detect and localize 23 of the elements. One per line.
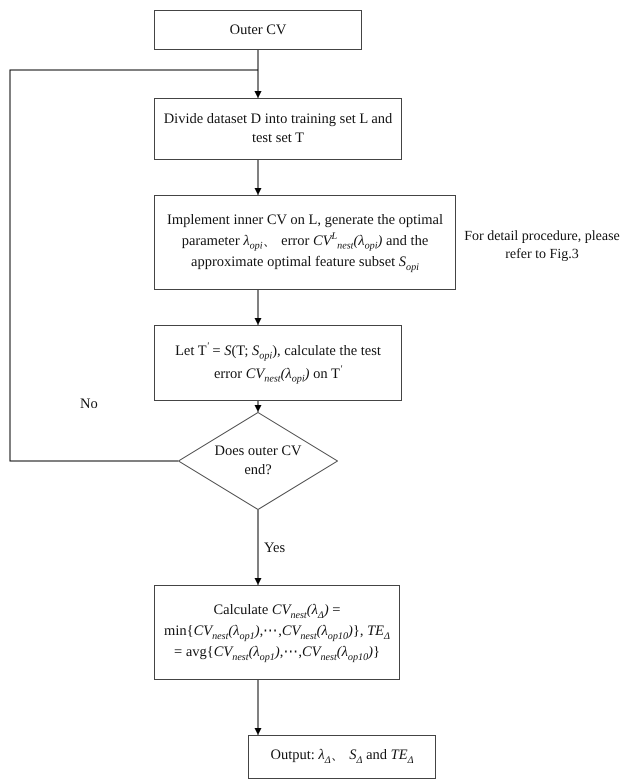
box-text: Implement inner CV on L, generate the optimal parameter λ$_{opi}$、 error CV$^{L}$$_{nest}$(λ$_{opi}$) and the approximate optimal feature subset S$_{opi}$	[166, 211, 444, 274]
box-text: Output: λ$_{Δ}$、 S$_{Δ}$ and TE$_{Δ}$	[270, 746, 414, 768]
note-text: For detail procedure, please refer to Fig.3	[463, 228, 621, 264]
process-box	[248, 735, 436, 779]
process-box	[154, 10, 362, 50]
edge-label: Yes	[264, 540, 286, 557]
arrow	[254, 290, 262, 326]
arrow	[254, 160, 262, 196]
box-text: Calculate CV$_{nest}$(λ$_{Δ}$) = min{CV$_{nest}$(λ$_{op1}$),⋯,CV$_{nest}$(λ$_{op10}$)}, TE$_{Δ}$ = avg{CV$_{nest}$(λ$_{op1}$),⋯,CV$_{nest}$(λ$_{op10}$)}	[163, 600, 391, 664]
decision-diamond	[178, 412, 338, 510]
arrow	[254, 510, 262, 586]
box-text: Let T$^{'}$ = S(T; S$_{opi}$), calculate the test error CV$_{nest}$(λ$_{opi}$) on T$^{'}$	[174, 340, 382, 386]
process-box	[154, 325, 402, 401]
process-box	[154, 98, 402, 160]
arrow	[254, 680, 262, 736]
box-text: Does outer CV end?	[214, 442, 302, 480]
process-box	[154, 585, 400, 680]
arrow	[10, 70, 262, 462]
box-text: Outer CV	[230, 20, 286, 40]
process-box	[154, 195, 456, 290]
edge-label: No	[80, 396, 98, 413]
arrow	[254, 400, 262, 412]
box-text: Divide dataset D into training set L and test set T	[163, 110, 393, 148]
